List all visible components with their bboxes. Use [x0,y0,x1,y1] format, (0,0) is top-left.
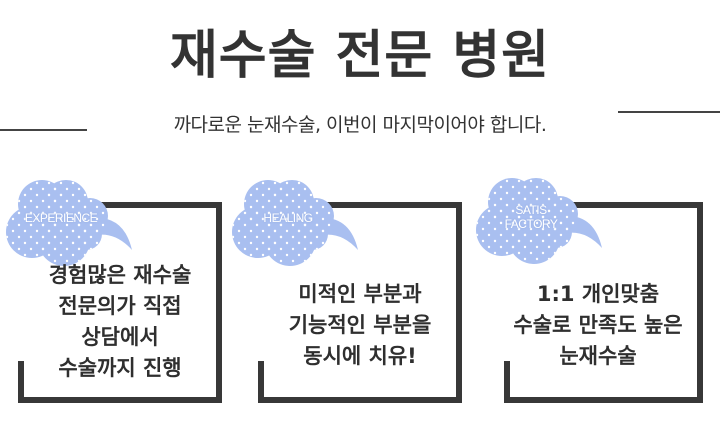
cloud-badge-icon [476,178,602,264]
card-line: 미적인 부분과 [298,282,422,306]
feature-card-healing: HEALING 미적인 부분과 기능적인 부분을 동시에 치유! [232,160,480,410]
frame-top [320,202,462,208]
cloud-badge-icon [232,180,358,266]
frame-left-stub [18,361,24,403]
cloud-badge-icon [6,180,132,266]
card-line: 1:1 개인맞춤 [536,282,660,306]
frame-bottom [258,397,462,403]
left-divider [0,129,87,131]
card-line: 경험많은 재수술 [48,263,192,287]
frame-left-stub [504,361,510,403]
card-line: 상담에서 [81,325,159,349]
badge-label: EXPERIENCE [24,211,98,225]
feature-card-satisfactory: SATIS FACTORY 1:1 개인맞춤 수술로 만족도 높은 눈재수술 [476,160,720,410]
frame-top [565,202,703,208]
frame-right [697,202,703,403]
frame-right [456,202,462,403]
card-line: 수술로 만족도 높은 [513,313,683,337]
card-line: 수술까지 진행 [58,356,182,380]
card-line: 기능적인 부분을 [288,313,432,337]
badge-label: HEALING [263,211,313,225]
page-subtitle: 까다로운 눈재수술, 이번이 마지막이어야 합니다. [173,114,547,136]
badge-label-line: SATIS [515,203,547,217]
feature-card-experience: EXPERIENCE 경험많은 재수술 전문의가 직접 상담에서 수술까지 진행 [0,160,240,410]
frame-bottom [18,397,222,403]
right-divider [618,111,720,113]
frame-bottom [504,397,703,403]
page-title: 재수술 전문 병원 [169,26,551,86]
frame-right [216,202,222,403]
card-line: 동시에 치유! [303,344,417,368]
frame-top [100,202,222,208]
badge-label-line: FACTORY [504,217,558,231]
card-line: 눈재수술 [559,344,637,368]
frame-left-stub [258,361,264,403]
card-line: 전문의가 직접 [58,294,182,318]
